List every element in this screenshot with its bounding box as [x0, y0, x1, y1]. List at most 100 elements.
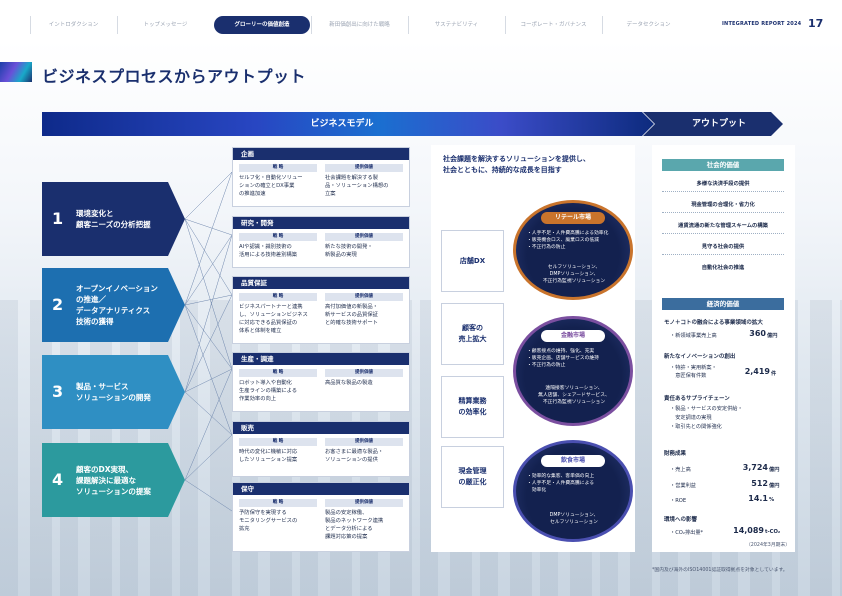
output-label: アウトプット	[691, 119, 746, 129]
strategy-label: 戦 略	[239, 293, 317, 301]
step-2-text: オープンイノベーション の推進／ データアナリティクス 技術の獲得	[76, 284, 158, 326]
step-4: 4 顧客のDX実現、 課題解決に最適な ソリューションの提案	[42, 443, 185, 517]
economic-value-heading: 経済的価値	[662, 298, 784, 310]
operating-profit-label: ・営業利益	[670, 483, 696, 489]
title-decoration-icon	[0, 62, 32, 82]
step-1-text: 環境変化と 顧客ニーズの分析把握	[76, 209, 151, 229]
environment-title: 環境への影響	[664, 517, 698, 523]
card-sales-value: お客さまに最適な製品・ ソリューションの提供	[325, 449, 384, 463]
supply-chain-title: 責任あるサプライチェーン	[664, 396, 730, 402]
footnote: *国内及び海外のISO14001認証取得拠点を対象としています。	[652, 568, 788, 573]
sales-unit: 億円	[769, 467, 780, 473]
card-maintenance-value: 製品の安定稼働、 製品のネットワーク連携 とデータ分析による 課題対応策の提案	[325, 510, 384, 540]
social-item-4: 見守る社会の提供	[662, 239, 784, 255]
report-title: INTEGRATED REPORT 2024	[722, 21, 802, 27]
as-of-date: （2024年3月期末）	[746, 543, 791, 548]
step-4-number: 4	[52, 470, 64, 489]
innovation-value: 2,419	[744, 367, 770, 376]
step-3-text: 製品・サービス ソリューションの開発	[76, 382, 151, 402]
supply-chain-items: ・製品・サービスの安定供給・ 安定調達の実現 ・取引先との関係強化	[670, 406, 743, 430]
card-rnd-value: 新たな技術の開発・ 新製品の実現	[325, 244, 373, 258]
top-navigation: イントロダクション トップメッセージ グローリーの価値創造 新田価創出に向けた戦…	[0, 0, 842, 40]
card-production: 生産・調達 戦 略 提供価値 ロボット導入や自動化 生産ラインの構築による 作業…	[232, 352, 410, 412]
financial-title: 財務成果	[664, 451, 687, 457]
social-item-1: 多様な決済手段の提供	[662, 176, 784, 192]
nav-tab-top-message[interactable]: トップメッセージ	[117, 16, 213, 34]
value-label: 提供価値	[325, 233, 403, 241]
roe-unit: %	[769, 497, 775, 503]
business-model-band	[42, 112, 654, 136]
card-quality-title: 品質保証	[233, 277, 409, 289]
card-planning-strategy: セルフ化・自動化ソリュー ションの確立とDX事業 の推進加速	[239, 175, 303, 197]
card-maintenance-strategy: 予防保守を実現する モニタリングサービスの 拡充	[239, 510, 298, 532]
food-solutions: DMPソリューション、 セルフソリューション	[549, 513, 599, 525]
operating-profit-value: 512	[751, 479, 768, 488]
value-label: 提供価値	[325, 499, 403, 507]
finance-market-circle	[513, 316, 633, 426]
social-item-5: 自動化社会の推進	[701, 265, 745, 271]
card-maintenance: 保守 戦 略 提供価値 予防保守を実現する モニタリングサービスの 拡充 製品の…	[232, 482, 410, 552]
step-4-text: 顧客のDX実現、 課題解決に最適な ソリューションの提案	[76, 464, 151, 496]
card-sales-title: 販売	[233, 422, 409, 434]
nav-tab-sustainability[interactable]: サステナビリティ	[408, 16, 504, 34]
step-3: 3 製品・サービス ソリューションの開発	[42, 355, 185, 429]
card-rnd-strategy: AIや認識・識別技術の 活用による技術差別構築	[239, 244, 298, 258]
sales-value: 3,724	[742, 463, 768, 472]
box-settlement-efficiency: 精算業務 の効率化	[441, 376, 504, 438]
food-market-label: 飲食市場	[541, 455, 605, 467]
step-1: 1 環境変化と 顧客ニーズの分析把握	[42, 182, 185, 256]
social-item-3: 通貨流通の新たな管理スキームの構築	[662, 218, 784, 234]
retail-market-label: リテール市場	[541, 212, 605, 224]
co2-unit: t-CO₂	[765, 529, 781, 535]
retail-solutions: セルフソリューション、 DMPソリューション、 不正行為監視ソリューション	[542, 265, 606, 284]
strategy-label: 戦 略	[239, 499, 317, 507]
innovation-label: ・特許・実用新案・ 意匠保有件数	[670, 365, 717, 379]
social-value-heading: 社会的価値	[662, 159, 784, 171]
retail-issues: ・人手不足・人件費高騰による効率化 ・販売機会ロス、廃棄ロスの低減 ・不正行為の…	[527, 231, 609, 250]
co2-value: 14,089	[733, 526, 764, 535]
business-model-label: ビジネスモデル	[310, 119, 374, 129]
roe-label: ・ROE	[670, 498, 687, 504]
innovation-unit: 件	[771, 371, 777, 377]
operating-profit-unit: 億円	[769, 483, 780, 489]
card-maintenance-title: 保守	[233, 483, 409, 495]
card-planning: 企画 戦 略 提供価値 セルフ化・自動化ソリュー ションの確立とDX事業 の推進…	[232, 147, 410, 207]
nav-tab-data[interactable]: データセクション	[602, 16, 694, 34]
finance-market-label: 金融市場	[541, 330, 605, 342]
card-production-strategy: ロボット導入や自動化 生産ラインの構築による 作業効率の向上	[239, 380, 298, 402]
nav-tab-governance[interactable]: コーポレート・ガバナンス	[505, 16, 601, 34]
box-sales-growth: 顧客の 売上拡大	[441, 303, 504, 365]
finance-solutions: 遠隔接客ソリューション、 無人店舗、シェアードサービス、 不正行為監視ソリューシ…	[538, 386, 610, 405]
card-quality-value: 高付加価値の新製品・ 新サービスの品質保証 と的確な技術サポート	[325, 304, 378, 326]
card-planning-value: 社会課題を解決する製 品・ソリューション構想の 立案	[325, 175, 389, 197]
card-quality-strategy: ビジネスパートナーと連携 し、ソリューションビジネス に対応できる品質保証の 体…	[239, 304, 308, 334]
mono-value: 360	[749, 329, 766, 338]
roe-value: 14.1	[748, 494, 768, 503]
co2-label: ・CO₂排出量*	[670, 530, 704, 536]
card-production-title: 生産・調達	[233, 353, 409, 365]
social-item-2: 現金管理の合理化・省力化	[662, 197, 784, 213]
nav-tab-value-creation[interactable]: グローリーの価値創造	[214, 16, 310, 34]
step-2: 2 オープンイノベーション の推進／ データアナリティクス 技術の獲得	[42, 268, 185, 342]
mono-title: モノ＋コトの融合による事業領域の拡大	[664, 320, 763, 326]
value-label: 提供価値	[325, 293, 403, 301]
card-rnd-title: 研究・開発	[233, 217, 409, 229]
solutions-heading: 社会課題を解決するソリューションを提供し、 社会とともに、持続的な成長を目指す	[443, 155, 590, 174]
box-store-dx: 店舗DX	[441, 230, 504, 292]
card-rnd: 研究・開発 戦 略 提供価値 AIや認識・識別技術の 活用による技術差別構築 新…	[232, 216, 410, 268]
nav-tab-intro[interactable]: イントロダクション	[30, 16, 116, 34]
mono-label: ・新領域事業売上高	[670, 333, 717, 339]
nav-tab-strategy[interactable]: 新田価創出に向けた戦略	[311, 16, 407, 34]
mono-unit: 億円	[767, 333, 778, 339]
value-label: 提供価値	[325, 438, 403, 446]
strategy-label: 戦 略	[239, 438, 317, 446]
output-band	[643, 112, 783, 136]
strategy-label: 戦 略	[239, 164, 317, 172]
card-production-value: 高品質な製品の製造	[325, 380, 373, 386]
food-issues: ・効率的な集客、客単価の向上 ・人手不足・人件費高騰による 効率化	[527, 474, 595, 493]
page-title: ビジネスプロセスからアウトプット	[42, 67, 307, 86]
step-2-number: 2	[52, 295, 64, 314]
card-quality: 品質保証 戦 略 提供価値 ビジネスパートナーと連携 し、ソリューションビジネス…	[232, 276, 410, 344]
strategy-label: 戦 略	[239, 369, 317, 377]
step-3-number: 3	[52, 382, 64, 401]
